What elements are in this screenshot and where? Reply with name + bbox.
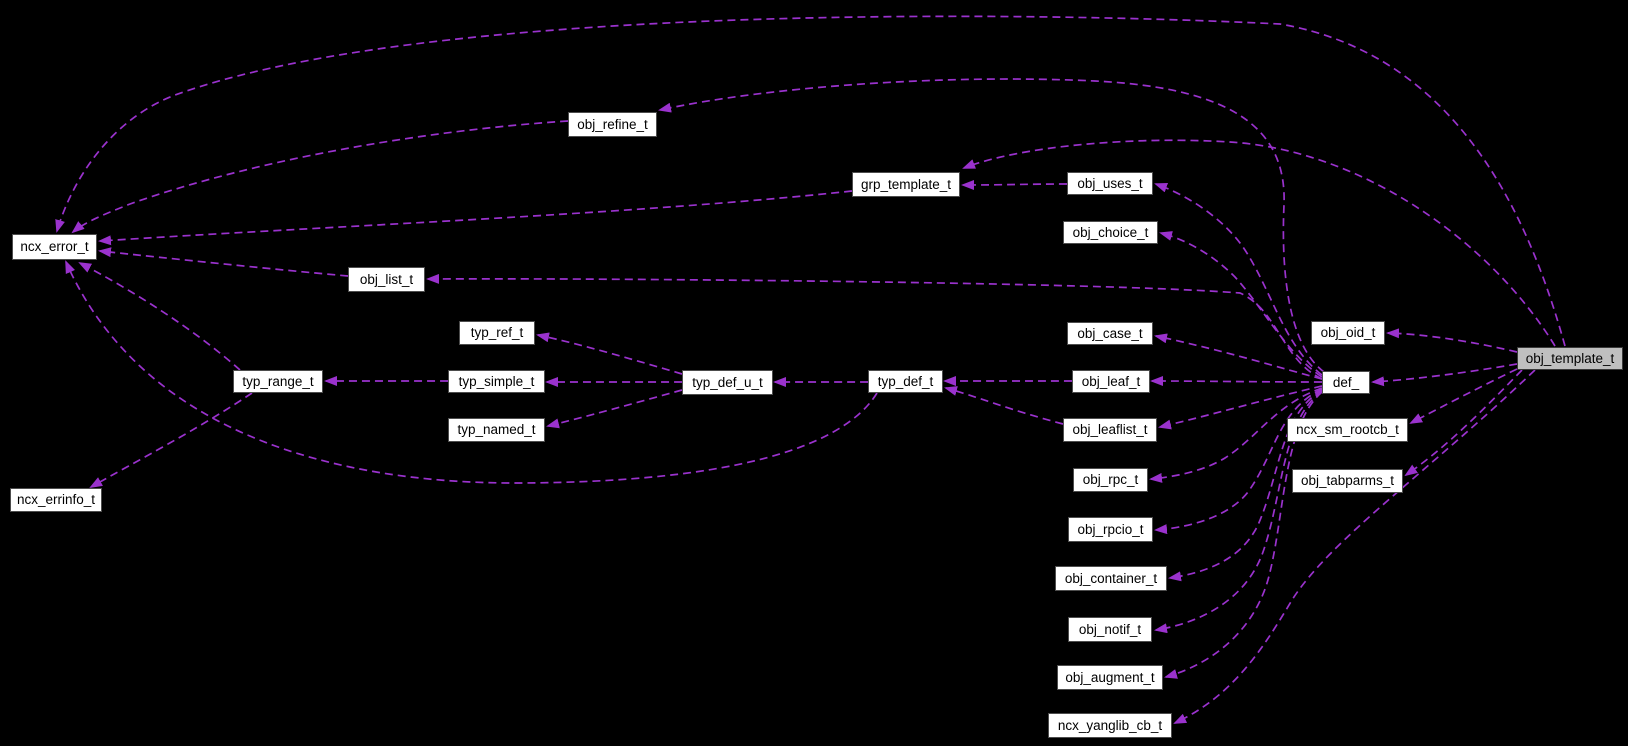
node-obj_rpc_t[interactable]: obj_rpc_t bbox=[1073, 468, 1148, 492]
node-obj_refine_t[interactable]: obj_refine_t bbox=[568, 112, 657, 137]
node-obj_uses_t[interactable]: obj_uses_t bbox=[1067, 172, 1153, 195]
edge-def_-to-obj_rpcio_t bbox=[1154, 388, 1323, 535]
node-typ_def_t[interactable]: typ_def_t bbox=[868, 370, 943, 393]
edge-typ_def_t-to-ncx_error_t bbox=[65, 260, 878, 484]
edge-typ_def_u_t-to-typ_named_t bbox=[546, 389, 683, 429]
node-typ_named_t[interactable]: typ_named_t bbox=[448, 418, 545, 442]
edge-def_-to-obj_case_t bbox=[1154, 333, 1323, 380]
edge-obj_template_t-to-grp_template_t bbox=[962, 139, 1556, 347]
node-typ_def_u_t[interactable]: typ_def_u_t bbox=[682, 370, 773, 395]
edge-typ_range_t-to-ncx_errinfo_t bbox=[89, 392, 253, 488]
edge-def_-to-obj_refine_t bbox=[658, 78, 1325, 373]
node-typ_simple_t[interactable]: typ_simple_t bbox=[448, 370, 545, 393]
edge-grp_template_t-to-ncx_error_t bbox=[98, 190, 853, 246]
node-obj_choice_t[interactable]: obj_choice_t bbox=[1063, 221, 1158, 244]
node-obj_case_t[interactable]: obj_case_t bbox=[1067, 322, 1153, 345]
node-typ_range_t[interactable]: typ_range_t bbox=[233, 370, 323, 393]
edge-obj_template_t-to-def_ bbox=[1371, 363, 1518, 387]
edge-typ_def_u_t-to-typ_ref_t bbox=[536, 332, 683, 375]
node-typ_ref_t[interactable]: typ_ref_t bbox=[459, 321, 535, 345]
node-ncx_yanglib_cb_t[interactable]: ncx_yanglib_cb_t bbox=[1048, 713, 1172, 738]
edge-obj_template_t-to-obj_oid_t bbox=[1386, 328, 1518, 353]
edge-obj_uses_t-to-grp_template_t bbox=[961, 179, 1068, 190]
edge-def_-to-obj_rpc_t bbox=[1149, 387, 1323, 483]
edge-def_-to-obj_list_t bbox=[426, 273, 1323, 380]
node-obj_leaflist_t[interactable]: obj_leaflist_t bbox=[1063, 418, 1157, 442]
node-obj_tabparms_t[interactable]: obj_tabparms_t bbox=[1292, 469, 1403, 493]
node-obj_oid_t[interactable]: obj_oid_t bbox=[1311, 321, 1385, 345]
edge-def_-to-obj_augment_t bbox=[1164, 391, 1323, 679]
node-obj_container_t[interactable]: obj_container_t bbox=[1055, 566, 1167, 591]
node-def_[interactable]: def_ bbox=[1322, 371, 1370, 394]
node-grp_template_t[interactable]: grp_template_t bbox=[852, 172, 960, 197]
edge-def_-to-obj_leaflist_t bbox=[1158, 385, 1323, 430]
node-ncx_errinfo_t[interactable]: ncx_errinfo_t bbox=[10, 488, 102, 512]
edge-typ_range_t-to-ncx_error_t bbox=[78, 262, 241, 371]
node-ncx_sm_rootcb_t[interactable]: ncx_sm_rootcb_t bbox=[1287, 418, 1408, 442]
edge-obj_leaflist_t-to-typ_def_t bbox=[944, 386, 1064, 425]
node-obj_augment_t[interactable]: obj_augment_t bbox=[1057, 665, 1163, 690]
edge-obj_template_t-to-ncx_error_t bbox=[55, 15, 1566, 347]
edge-obj_refine_t-to-ncx_error_t bbox=[71, 120, 569, 234]
edge-def_-to-obj_uses_t bbox=[1154, 182, 1323, 376]
edge-obj_list_t-to-ncx_error_t bbox=[98, 247, 349, 277]
edge-obj_template_t-to-ncx_yanglib_cb_t bbox=[1173, 369, 1536, 724]
node-obj_notif_t[interactable]: obj_notif_t bbox=[1068, 617, 1152, 642]
node-obj_template_t[interactable]: obj_template_t bbox=[1517, 347, 1623, 370]
node-ncx_error_t[interactable]: ncx_error_t bbox=[12, 234, 97, 260]
edge-def_-to-obj_leaf_t bbox=[1150, 376, 1323, 387]
edge-def_-to-obj_choice_t bbox=[1159, 231, 1323, 378]
edge-obj_template_t-to-ncx_sm_rootcb_t bbox=[1409, 368, 1518, 424]
node-obj_list_t[interactable]: obj_list_t bbox=[348, 267, 425, 292]
edge-obj_template_t-to-obj_tabparms_t bbox=[1404, 369, 1523, 477]
node-obj_rpcio_t[interactable]: obj_rpcio_t bbox=[1068, 517, 1153, 542]
node-obj_leaf_t[interactable]: obj_leaf_t bbox=[1072, 370, 1150, 393]
